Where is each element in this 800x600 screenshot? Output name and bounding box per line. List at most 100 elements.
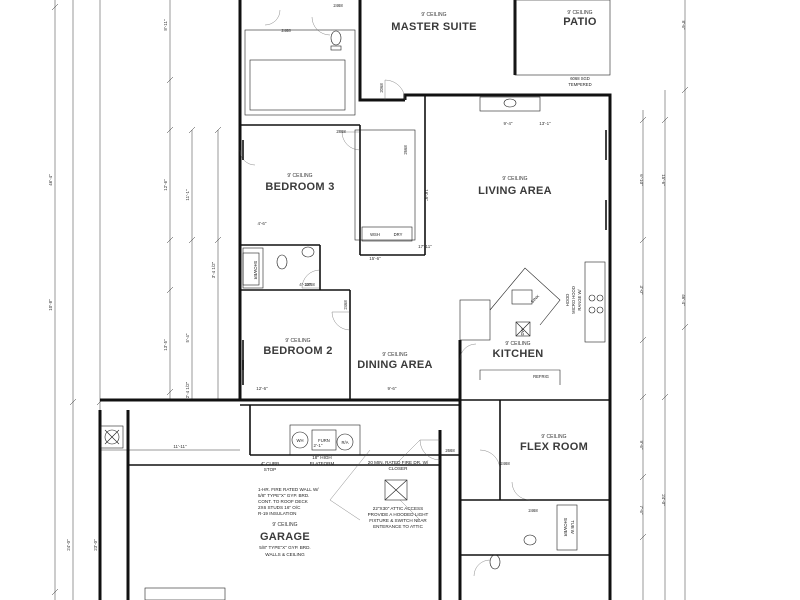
dimension-lines: 46'-4" 10'-8" 24'-0" 23'-0" 11'-1" 12'-6… [48,0,689,600]
firewall-note-1: 1-HR. FIRE RATED WALL W/ [258,487,319,492]
dim-j: 4'-6" [258,221,267,226]
dim-f: 3'-0" [639,286,644,295]
dim-p: 9'-4" [504,121,513,126]
dim-left-low2: 23'-0" [93,539,98,551]
dim-g: 9'-6" [639,441,644,450]
dim-b3-height: 11'-1" [185,189,190,201]
firewall-note-3: CONT. TO ROOF DECK [258,499,309,504]
attic-note-2: PROVIDE A HOODED LIGHT [368,512,429,517]
dim-m: 9'-6" [388,386,397,391]
label-hood-1: HOOD [565,294,570,307]
dim-o: 13'-1" [539,121,551,126]
dim-i: 11'-11" [173,444,187,449]
fixtures [100,30,607,570]
glass-note-1: 6068 SGD [570,76,590,81]
dim-c: 8'-11" [163,19,168,31]
ceiling-kitchen: 9' CEILING [505,341,530,347]
dim-d: 2'-4 1/2" [185,381,190,398]
dim-living-w: 15'-6" [369,256,381,261]
firewall-note-4: 2X6 STUDS 16" O/C [258,505,301,510]
water-heater-icon [291,431,309,449]
door-labels: 2468 2468 2468 2468 2468 2468 2668 2668 … [281,3,538,513]
label-wsh: WSH [370,232,380,237]
fire-door-note-1: 20 MIN. RATED FIRE DR. W/ [368,460,429,465]
compass-icon [100,425,124,449]
fixture-labels: WH FURN R/A WSH DRY REFRIG DW SINK SHOWE… [253,232,582,536]
attic-note-4: ENTERANCE TO ATTIC [373,524,423,529]
ceiling-bedroom3: 9' CEILING [287,173,312,179]
room-master-suite: MASTER SUITE [391,21,477,33]
firewall-note-2: 5/8" TYPE"X" GYP. BRD. [258,493,309,498]
room-kitchen: KITCHEN [493,348,544,360]
curb-note-2: STOP [264,467,276,472]
door-label: 2468 [333,3,343,8]
room-labels: 9' CEILING MASTER SUITE 9' CEILING PATIO… [259,10,597,557]
room-dining-area: DINING AREA [357,359,433,371]
curb-note-1: 4" CURB [261,461,279,466]
dim-n: 2'-1" [314,443,323,448]
door-label: 2468 [305,282,315,287]
dim-right-total: 46'-4" [681,294,686,306]
door-label: 2468 [528,508,538,513]
label-shower: SHOWER [253,261,258,280]
dim-left-total: 46'-4" [48,174,53,186]
ceiling-dining: 9' CEILING [382,352,407,358]
ceiling-garage: 9' CEILING [272,522,297,528]
garage-gyp-line1: 5/8" TYPE"X" GYP. BRD. [259,545,310,550]
label-shower-tub-1: SHOWER [563,518,568,537]
door-label: 2468 [281,28,291,33]
ceiling-living: 9' CEILING [502,176,527,182]
dim-b: 5'-4" [185,333,190,342]
dim-b2-height: 13'-5" [163,339,168,351]
label-refrig: REFRIG [533,374,549,379]
label-sink: SINK [530,294,541,305]
room-bedroom3: BEDROOM 3 [265,181,334,193]
room-patio: PATIO [563,16,597,28]
label-ra: R/A [342,440,349,445]
ceiling-patio: 9' CEILING [567,10,592,16]
ceiling-bedroom2: 9' CEILING [285,338,310,344]
dim-right-mid: 15'-6" [661,174,666,186]
fire-door-note-2: CLOSER [389,466,409,471]
dim-left-mid: 10'-8" [48,299,53,311]
dim-right-low: 24'-0" [661,494,666,506]
glass-note-2: TEMPERED [568,82,591,87]
platform-note-1: 18" HIGH [312,455,332,460]
room-living-area: LIVING AREA [478,185,552,197]
garage-gyp-line2: WALLS & CEILING [265,552,305,557]
room-bedroom2: BEDROOM 2 [263,345,332,357]
ceiling-flex: 9' CEILING [541,434,566,440]
door-label: 2468 [500,461,510,466]
door-label: 2668 [403,145,408,155]
dim-top-a: 8'-6" [681,21,686,30]
attic-note-1: 22"X30" ATTIC ACCESS [373,506,423,511]
attic-note-3: FIXTURE & SWITCH NEAR [369,518,427,523]
dim-living-h: 16'-9" [424,189,429,201]
firewall-note-5: R-19 INSULATION [258,511,296,516]
annotations: 1-HR. FIRE RATED WALL W/ 5/8" TYPE"X" GY… [258,76,592,529]
door-label: 2468 [343,300,348,310]
label-hood-2: MICRO HOOD [571,286,576,314]
dim-h: 7'-6" [639,506,644,515]
dim-left-lower: 24'-0" [66,539,71,551]
door-swings [239,9,531,577]
label-dry: DRY [394,232,403,237]
ceiling-master: 9' CEILING [421,12,446,18]
label-shower-tub-2: TUB W [570,520,575,534]
room-flex-room: FLEX ROOM [520,441,588,453]
dim-k: 12'-6" [256,386,268,391]
label-hood-3: RANGE W/ [577,289,582,311]
dim-a: 3'-4 1/2" [211,261,216,278]
dim-b3-width: 12'-6" [163,179,168,191]
door-label: 2068 [379,83,384,93]
room-garage: GARAGE [260,531,310,543]
label-dw: DW [520,328,525,335]
door-label: 2868 [336,129,346,134]
door-label: 2668 [445,448,455,453]
dim-e: 6'-10" [639,174,644,186]
label-wh: WH [297,438,304,443]
platform-note-2: PLATFORM [310,461,335,466]
dim-l: 4'-10" [299,282,311,287]
label-furn: FURN [318,438,330,443]
